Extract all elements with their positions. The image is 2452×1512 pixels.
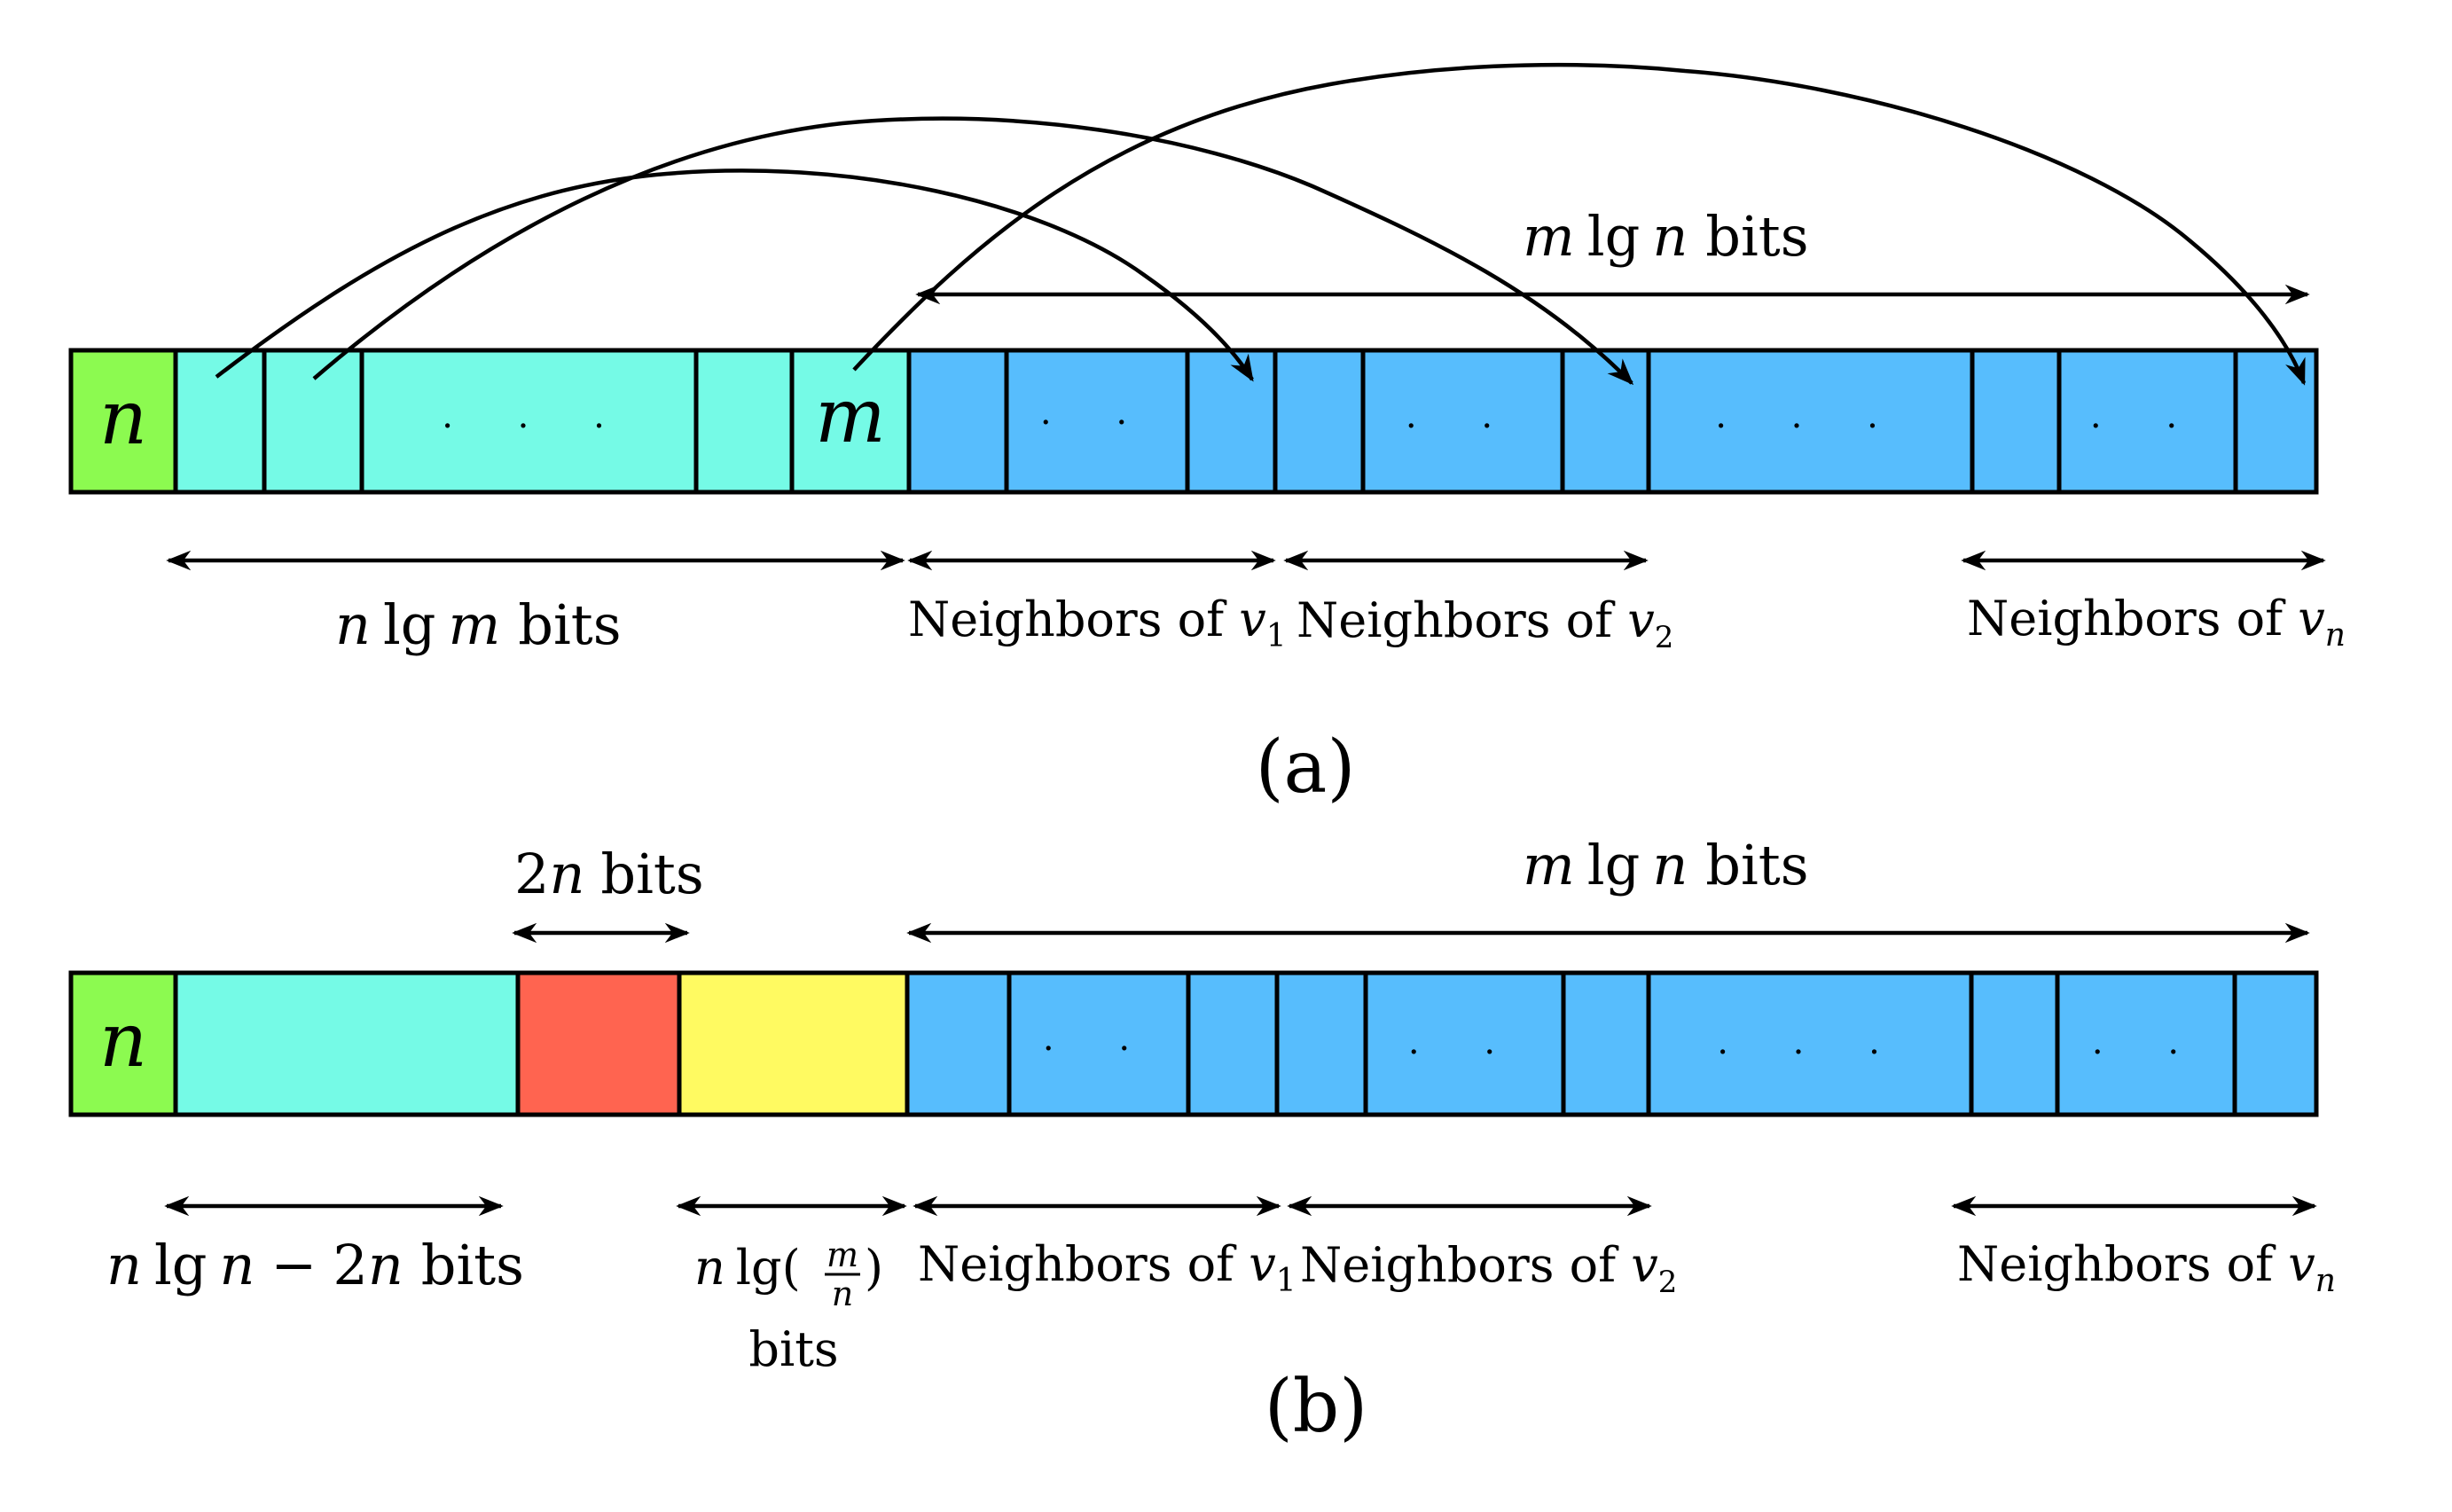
ellipsis: . . [2090, 396, 2204, 436]
neighbor-cell [1560, 348, 1651, 495]
label-neighbors-v1: Neighbors of v1 [918, 1236, 1297, 1299]
array-b: n . . . . . . . . . [68, 970, 2319, 1117]
neighbor-cell [905, 970, 1012, 1117]
label-neighbors-v2: Neighbors of v2 [1300, 1237, 1677, 1300]
pointer-arrow [852, 62, 2307, 386]
neighbor-cell [2232, 970, 2319, 1117]
frac-denominator: n [832, 1274, 853, 1313]
neighbor-cell [1646, 348, 1975, 495]
neighbor-cell [1274, 970, 1368, 1117]
ellipsis: . . [1043, 1018, 1156, 1059]
neighbor-cell [1273, 348, 1366, 495]
ellipsis: . . . [1717, 1022, 1907, 1062]
neighbor-cell [1186, 970, 1280, 1117]
label-neighbors-v1: Neighbors of v1 [908, 591, 1287, 654]
ellipsis: . . [2092, 1022, 2205, 1062]
ellipsis: . . . [1715, 396, 1905, 436]
pointer-curves [215, 62, 2307, 386]
ellipsis: . . [1408, 1022, 1522, 1062]
caption-a: (a) [1256, 725, 1356, 810]
neighbor-cell [2056, 348, 2238, 495]
neighbor-cell [2233, 348, 2319, 495]
lg-label-unit: bits [748, 1321, 838, 1377]
lg-label-close: ) [865, 1240, 883, 1296]
cell-m-label: m [815, 372, 886, 459]
neighbor-cell [906, 348, 1009, 495]
pointer-arrow [312, 116, 1634, 386]
neighbor-cell [1969, 970, 2060, 1117]
offset-cell [173, 348, 267, 495]
neighbor-cell [1185, 348, 1278, 495]
label-neighbors-v2: Neighbors of v2 [1297, 592, 1673, 655]
caption-b: (b) [1265, 1365, 1367, 1449]
neighbor-cell [1646, 970, 1974, 1117]
neighbor-cell [1007, 970, 1191, 1117]
ellipsis: . . . [442, 396, 631, 436]
cell-n-label: n [99, 374, 147, 461]
cell-n-label: n [99, 997, 147, 1084]
neighbor-cell [1561, 970, 1651, 1117]
label-neighbors-vn: Neighbors of vn [1957, 1236, 2336, 1299]
offset-cell [262, 348, 364, 495]
cell-n [68, 348, 178, 495]
offset-cell [693, 348, 795, 495]
ellipsis: . . [1406, 396, 1519, 436]
frac-numerator: m [826, 1235, 858, 1274]
cell-2n-bits [515, 970, 682, 1117]
neighbor-cell [1360, 348, 1565, 495]
label-neighbors-vn: Neighbors of vn [1967, 591, 2346, 654]
neighbor-cell [1970, 348, 2062, 495]
ellipsis: . . [1040, 392, 1154, 433]
offset-cell-m [789, 348, 912, 495]
cell-offsets-low [173, 970, 521, 1117]
cell-lg-bits [677, 970, 910, 1117]
array-a: n m . . . . . . . . . . . . [68, 348, 2319, 495]
offset-cell [359, 348, 699, 495]
